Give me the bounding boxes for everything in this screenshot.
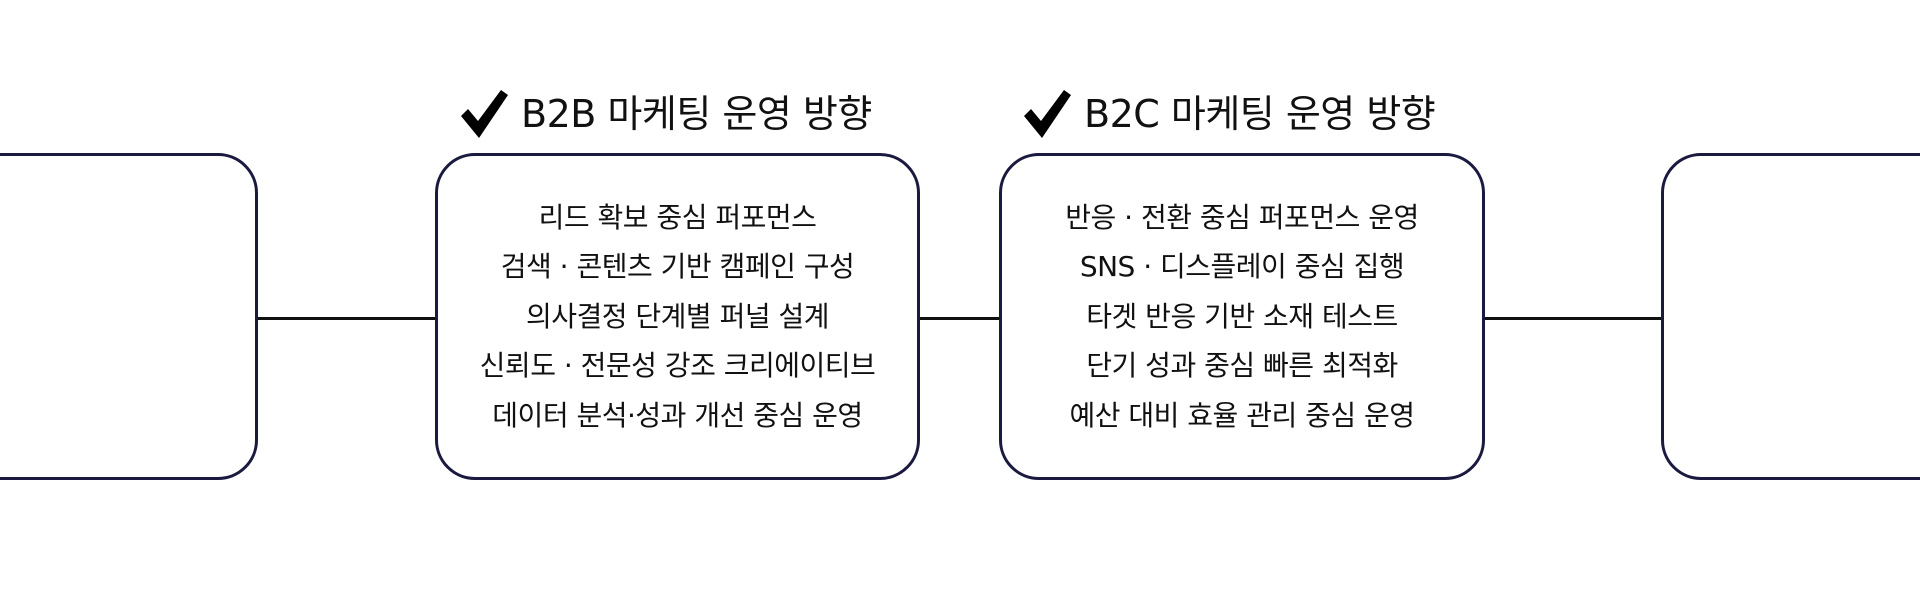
connector-line-2 bbox=[917, 317, 1002, 320]
checkmark-icon bbox=[1022, 88, 1072, 140]
b2c-line-2: SNS · 디스플레이 중심 집행 bbox=[1079, 250, 1405, 284]
b2c-line-3: 타겟 반응 기반 소재 테스트 bbox=[1086, 299, 1398, 333]
b2b-line-1: 리드 확보 중심 퍼포먼스 bbox=[538, 200, 817, 234]
card-b2c: 반응 · 전환 중심 퍼포먼스 운영 SNS · 디스플레이 중심 집행 타겟 … bbox=[999, 153, 1485, 480]
b2c-line-5: 예산 대비 효율 관리 중심 운영 bbox=[1069, 398, 1415, 432]
card-right-partial bbox=[1661, 153, 1920, 480]
card-left-partial bbox=[0, 153, 258, 480]
card-b2b: 리드 확보 중심 퍼포먼스 검색 · 콘텐츠 기반 캠페인 구성 의사결정 단계… bbox=[435, 153, 920, 480]
b2b-line-2: 검색 · 콘텐츠 기반 캠페인 구성 bbox=[500, 250, 855, 284]
b2b-line-3: 의사결정 단계별 퍼널 설계 bbox=[525, 299, 830, 333]
b2b-heading-text: B2B 마케팅 운영 방향 bbox=[521, 92, 872, 136]
b2c-heading: B2C 마케팅 운영 방향 bbox=[1022, 86, 1436, 142]
b2c-line-list: 반응 · 전환 중심 퍼포먼스 운영 SNS · 디스플레이 중심 집행 타겟 … bbox=[1065, 193, 1419, 441]
b2c-line-4: 단기 성과 중심 빠른 최적화 bbox=[1086, 349, 1398, 383]
checkmark-icon bbox=[459, 88, 509, 140]
connector-line-3 bbox=[1482, 317, 1664, 320]
b2c-line-1: 반응 · 전환 중심 퍼포먼스 운영 bbox=[1065, 200, 1419, 234]
b2b-line-list: 리드 확보 중심 퍼포먼스 검색 · 콘텐츠 기반 캠페인 구성 의사결정 단계… bbox=[480, 193, 876, 441]
b2b-heading: B2B 마케팅 운영 방향 bbox=[459, 86, 872, 142]
b2b-line-4: 신뢰도 · 전문성 강조 크리에이티브 bbox=[479, 349, 876, 383]
b2c-heading-text: B2C 마케팅 운영 방향 bbox=[1084, 92, 1436, 136]
b2b-line-5: 데이터 분석·성과 개선 중심 운영 bbox=[492, 398, 863, 432]
connector-line-1 bbox=[255, 317, 437, 320]
